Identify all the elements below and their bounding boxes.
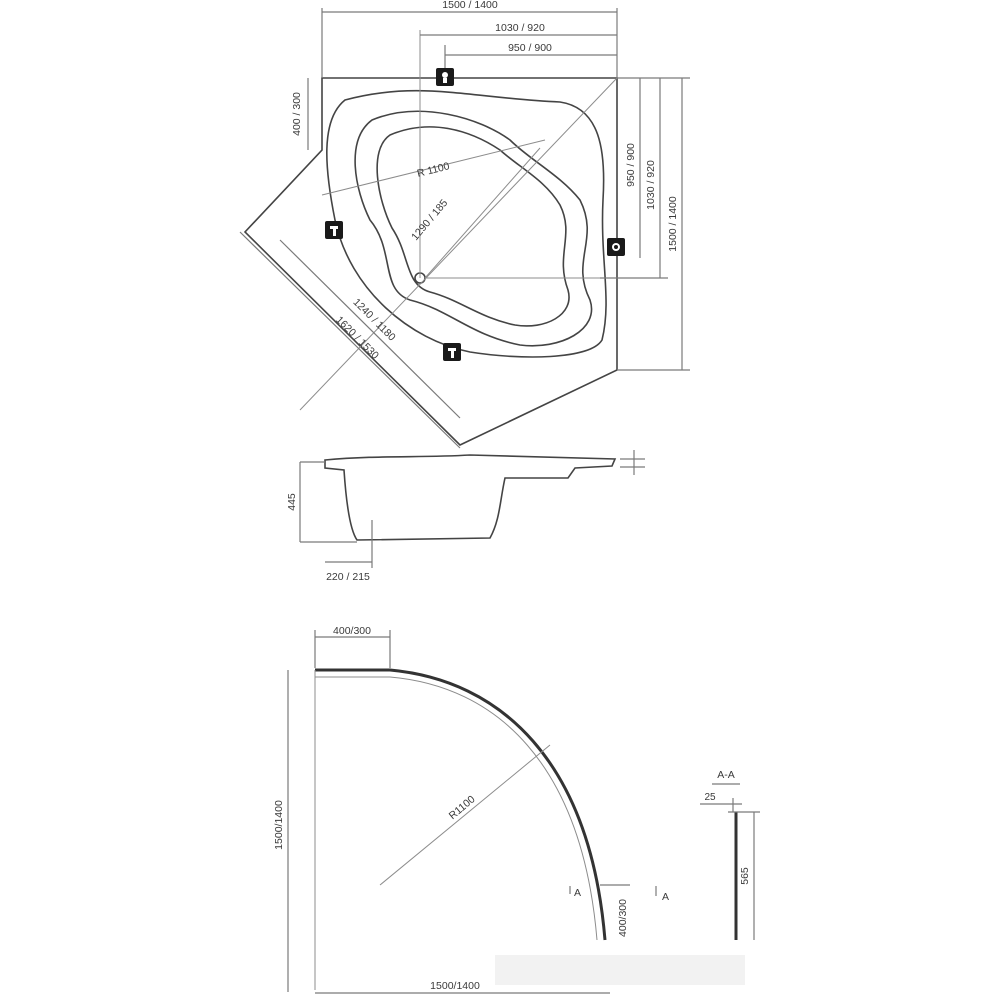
dim-left-side: 400 / 300 — [291, 92, 303, 136]
panel-radius-line — [379, 744, 551, 886]
tub-profile — [324, 454, 617, 541]
dim-height: 445 — [286, 493, 298, 511]
dim-line-front-outer — [239, 231, 461, 449]
dim-foot-offset: 220 / 215 — [326, 571, 370, 583]
diagonal-guide — [424, 147, 541, 279]
side-view: 445 220 / 215 — [286, 450, 645, 583]
tub-rim — [326, 89, 607, 358]
shower-head-icon — [436, 68, 454, 86]
dim-right-outer: 1500 / 1400 — [667, 196, 679, 252]
dim-line-front-inner — [279, 239, 461, 419]
section-thickness: 25 — [704, 792, 716, 803]
panel-arc — [315, 668, 607, 941]
dim-panel-top: 400/300 — [333, 625, 371, 637]
basin-step — [376, 126, 570, 327]
dim-right-mid: 1030 / 920 — [645, 160, 657, 210]
dim-panel-side: 1500/1400 — [273, 800, 285, 850]
section-marker-left: A — [574, 887, 581, 899]
section-title: A-A — [717, 769, 735, 781]
dim-width-outer: 1500 / 1400 — [442, 0, 498, 11]
section-height: 565 — [739, 867, 751, 885]
dim-width-mid: 1030 / 920 — [495, 22, 545, 34]
top-view: 1500 / 1400 1030 / 920 950 / 900 400 / 3… — [239, 0, 690, 449]
watermark-area — [495, 955, 745, 985]
dim-panel-bottom: 1500/1400 — [430, 980, 480, 992]
faucet-icon — [325, 221, 343, 239]
dim-diag-inner: 1290 / 185 — [409, 197, 450, 243]
radius-line — [321, 139, 546, 196]
corner-diagonal — [299, 77, 618, 411]
radius-label: R 1100 — [416, 160, 451, 180]
dim-right-inner: 950 / 900 — [625, 143, 637, 187]
basin-outline — [354, 110, 593, 347]
section-aa-view: A-A 25 565 — [700, 769, 760, 940]
dim-panel-end: 400/300 — [617, 899, 629, 937]
massage-jet-icon — [607, 238, 625, 256]
section-marker-right: A — [662, 891, 669, 903]
dim-width-inner: 950 / 900 — [508, 42, 552, 54]
faucet-icon — [443, 343, 461, 361]
panel-view: 400/300 1500/1400 R1100 A A 400/300 1500… — [273, 625, 745, 994]
